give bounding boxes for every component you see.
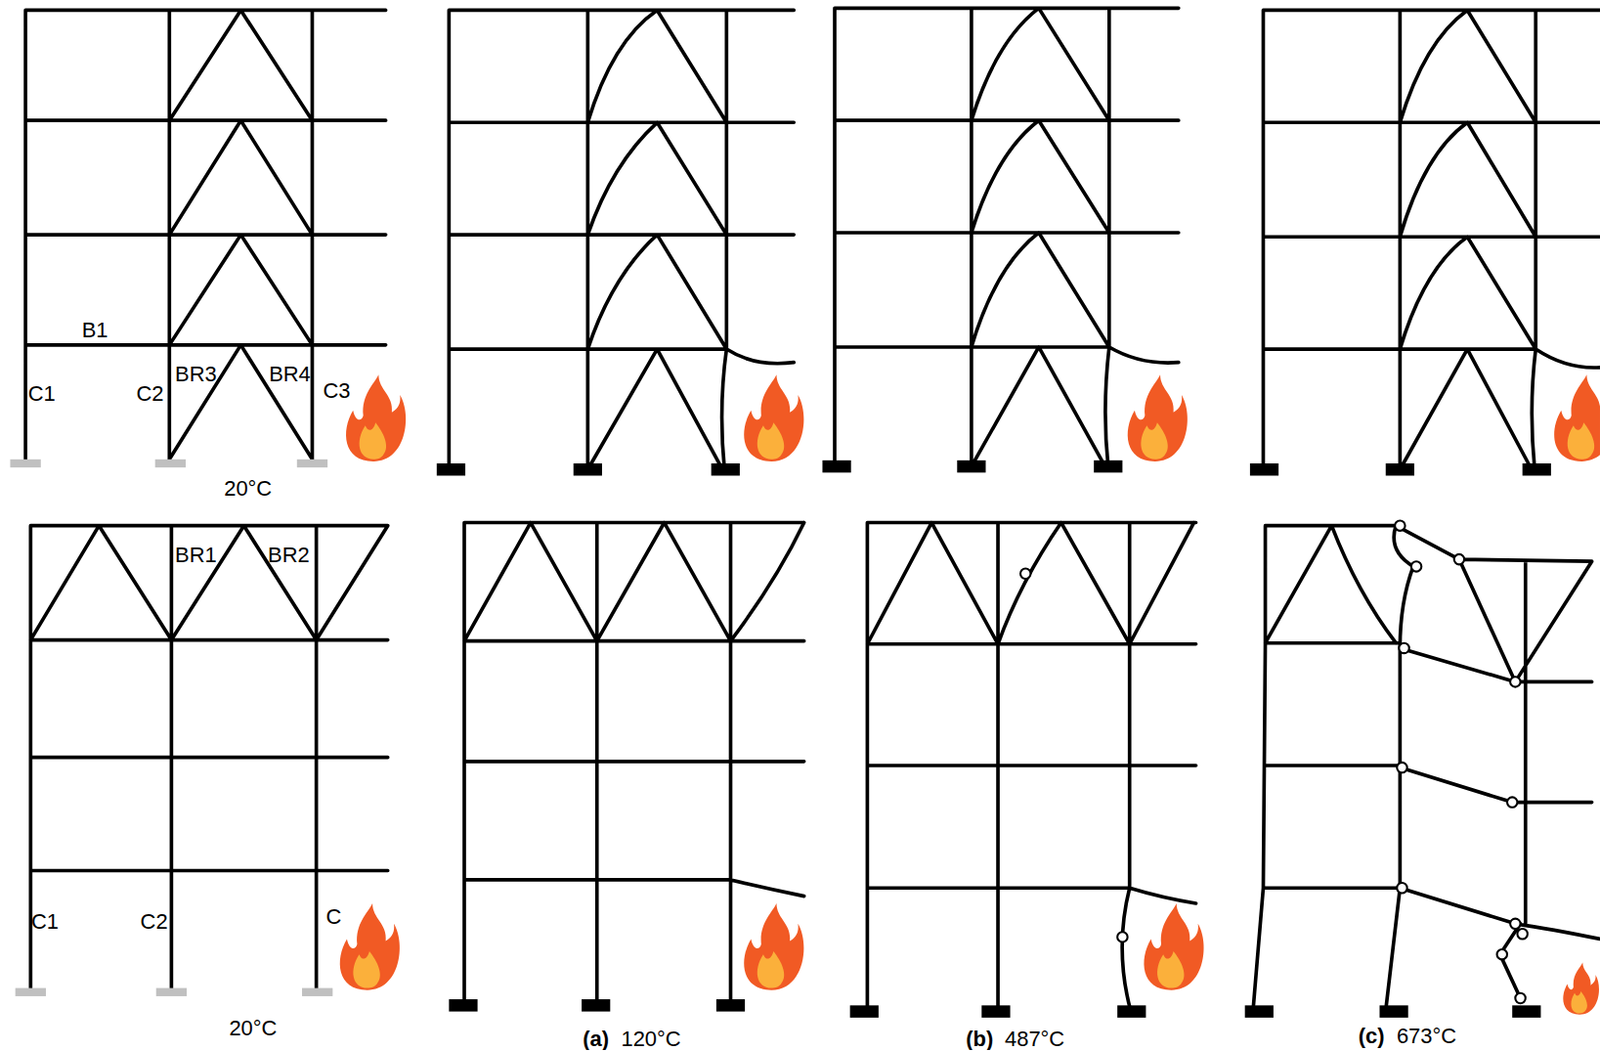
column-label: C1 — [28, 382, 56, 404]
brace-label: BR1 — [174, 543, 217, 565]
column-label: C2 — [135, 382, 164, 404]
temperature-label: 673°C — [1396, 1025, 1457, 1047]
panel-letter: (b) — [965, 1027, 994, 1049]
brace-label: BR4 — [268, 362, 311, 385]
temperature-label: 120°C — [620, 1027, 681, 1049]
temperature-label: 487°C — [1004, 1027, 1065, 1049]
panel-letter: (c) — [1358, 1025, 1385, 1047]
temperature-label: 20°C — [228, 1016, 277, 1038]
column-label: C3 — [322, 379, 350, 401]
column-label: C2 — [140, 909, 169, 932]
panel-letter: (a) — [582, 1027, 609, 1049]
temperature-label: 20°C — [223, 476, 272, 499]
column-label: C1 — [31, 909, 59, 932]
brace-label: BR3 — [174, 362, 217, 385]
column-label: C — [325, 906, 342, 928]
brace-label: BR2 — [267, 543, 310, 565]
beam-label: B1 — [82, 318, 109, 341]
